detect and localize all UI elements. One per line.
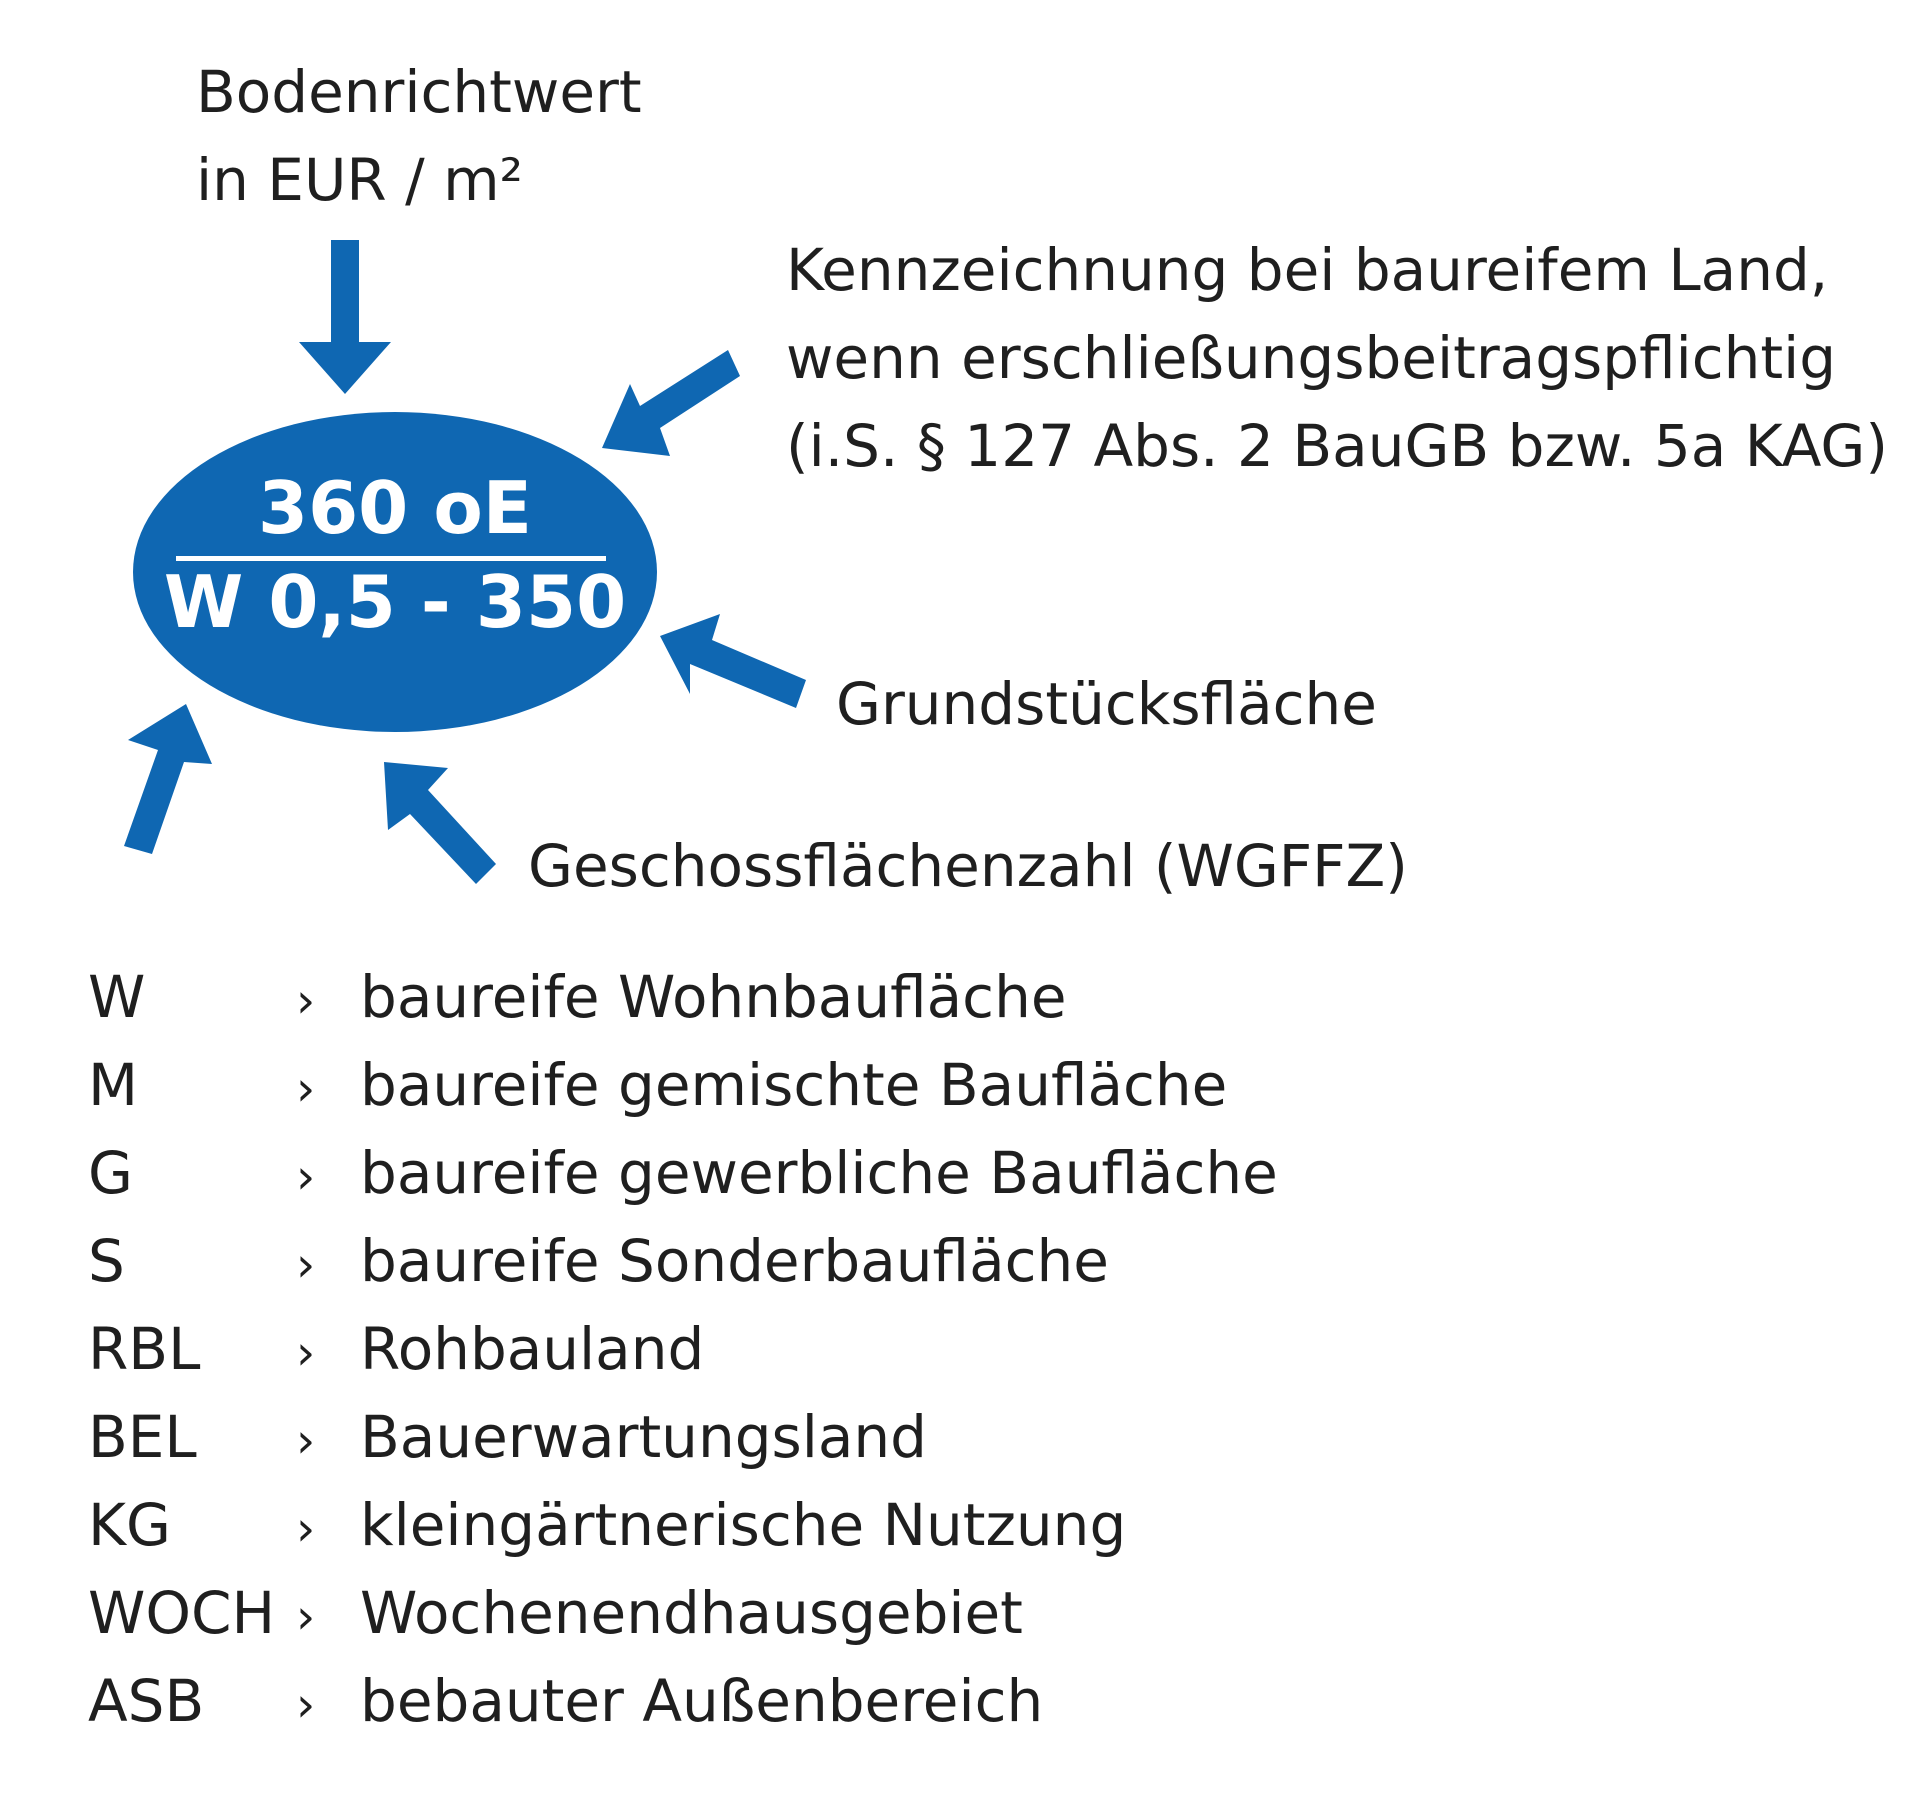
value-label: Bodenrichtwert in EUR / m² <box>196 48 642 224</box>
chevron-right-icon: › <box>296 1677 316 1733</box>
arrow-left <box>124 704 212 854</box>
chevron-right-icon: › <box>296 1149 316 1205</box>
arrow-value <box>299 240 391 394</box>
legend-code: RBL <box>88 1315 201 1383</box>
marking-label: Kennzeichnung bei baureifem Land, wenn e… <box>786 226 1888 490</box>
value-label-line1: Bodenrichtwert <box>196 58 642 126</box>
chevron-right-icon: › <box>296 1237 316 1293</box>
arrow-marking <box>602 350 740 456</box>
legend-desc: baureife gewerbliche Baufläche <box>360 1139 1278 1207</box>
legend-desc: baureife Sonderbaufläche <box>360 1227 1109 1295</box>
value-ellipse <box>133 412 657 732</box>
ellipse-top-text: 360 oE <box>257 466 532 550</box>
legend-desc: kleingärtnerische Nutzung <box>360 1491 1127 1559</box>
chevron-right-icon: › <box>296 1325 316 1381</box>
chevron-right-icon: › <box>296 1061 316 1117</box>
marking-label-line3: (i.S. § 127 Abs. 2 BauGB bzw. 5a KAG) <box>786 412 1888 480</box>
legend-code: KG <box>88 1491 171 1559</box>
gfz-label: Geschossflächenzahl (WGFFZ) <box>528 832 1408 900</box>
legend-code: ASB <box>88 1667 205 1735</box>
legend-code: W <box>88 963 146 1031</box>
chevron-right-icon: › <box>296 1589 316 1645</box>
legend-desc: Bauerwartungsland <box>360 1403 927 1471</box>
marking-label-line1: Kennzeichnung bei baureifem Land, <box>786 236 1829 304</box>
legend-code: BEL <box>88 1403 197 1471</box>
area-label: Grundstücksfläche <box>836 670 1377 738</box>
legend-code: WOCH <box>88 1579 276 1647</box>
legend-desc: bebauter Außenbereich <box>360 1667 1044 1735</box>
marking-label-line2: wenn erschließungsbeitragspflichtig <box>786 324 1837 392</box>
legend-desc: baureife gemischte Baufläche <box>360 1051 1228 1119</box>
chevron-right-icon: › <box>296 1413 316 1469</box>
ellipse-fraction-rule <box>176 556 606 561</box>
legend-code: M <box>88 1051 139 1119</box>
ellipse-bottom-text: W 0,5 - 350 <box>163 560 627 644</box>
legend-code: S <box>88 1227 125 1295</box>
legend-desc: Rohbauland <box>360 1315 705 1383</box>
legend-code: G <box>88 1139 133 1207</box>
arrow-area <box>660 614 806 708</box>
arrow-gfz <box>384 762 496 884</box>
value-label-line2: in EUR / m² <box>196 146 523 214</box>
chevron-right-icon: › <box>296 1501 316 1557</box>
chevron-right-icon: › <box>296 973 316 1029</box>
legend-desc: baureife Wohnbaufläche <box>360 963 1067 1031</box>
legend-desc: Wochenendhausgebiet <box>360 1579 1023 1647</box>
